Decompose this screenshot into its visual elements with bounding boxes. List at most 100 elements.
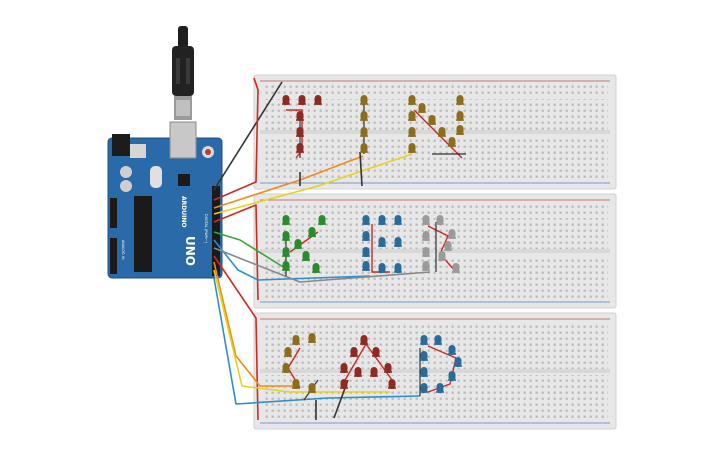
led-green[interactable] [302,251,310,261]
led-blue[interactable] [420,383,428,393]
led-olive[interactable] [292,335,300,345]
led-olive[interactable] [360,143,368,153]
led-red[interactable] [372,347,380,357]
center-channel [260,369,610,373]
led-gray[interactable] [422,231,430,241]
led-green[interactable] [282,261,290,271]
wire-yellow[interactable] [213,153,413,215]
led-green[interactable] [282,247,290,257]
led-green[interactable] [318,215,326,225]
led-gray[interactable] [438,251,446,261]
led-olive[interactable] [408,143,416,153]
led-olive[interactable] [408,127,416,137]
led-red[interactable] [340,379,348,389]
led-green[interactable] [282,215,290,225]
wire-red[interactable] [213,255,259,421]
led-olive[interactable] [360,127,368,137]
led-red[interactable] [360,335,368,345]
led-blue[interactable] [378,263,386,273]
led-gray[interactable] [448,229,456,239]
wire-orange[interactable] [213,261,300,387]
led-olive[interactable] [308,333,316,343]
led-red[interactable] [350,347,358,357]
led-dome [394,263,402,273]
led-blue[interactable] [394,215,402,225]
led-red[interactable] [296,143,304,153]
led-dome [282,363,290,373]
breadboard-top[interactable] [253,74,617,190]
led-olive[interactable] [456,111,464,121]
led-red[interactable] [314,95,322,105]
wire-green[interactable] [213,231,289,271]
led-olive[interactable] [360,95,368,105]
led-olive[interactable] [282,363,290,373]
led-gray[interactable] [436,215,444,225]
breadboard-middle[interactable] [253,193,617,309]
led-blue[interactable] [362,215,370,225]
led-dome [302,251,310,261]
led-olive[interactable] [292,379,300,389]
led-red[interactable] [388,379,396,389]
led-red[interactable] [296,111,304,121]
led-blue[interactable] [420,351,428,361]
led-blue[interactable] [448,371,456,381]
led-rim [394,245,402,247]
led-blue[interactable] [394,237,402,247]
led-blue[interactable] [454,357,462,367]
led-olive[interactable] [456,125,464,135]
led-blue[interactable] [378,215,386,225]
led-blue[interactable] [362,261,370,271]
wire-blue[interactable] [213,239,371,281]
led-gray[interactable] [452,263,460,273]
wire-yellow[interactable] [213,269,390,393]
led-red[interactable] [384,363,392,373]
led-gray[interactable] [444,241,452,251]
led-olive[interactable] [408,95,416,105]
led-green[interactable] [282,231,290,241]
led-gray[interactable] [422,247,430,257]
led-blue[interactable] [378,237,386,247]
wire-black[interactable] [213,81,283,191]
led-olive[interactable] [408,111,416,121]
led-blue[interactable] [436,383,444,393]
wire-red[interactable] [213,77,259,201]
led-green[interactable] [308,227,316,237]
leds[interactable] [282,95,464,393]
led-red[interactable] [370,367,378,377]
led-olive[interactable] [284,347,292,357]
led-dome [422,231,430,241]
wire-red[interactable] [213,204,259,301]
led-olive[interactable] [308,383,316,393]
led-olive[interactable] [418,103,426,113]
led-olive[interactable] [438,127,446,137]
led-blue[interactable] [420,335,428,345]
led-blue[interactable] [362,231,370,241]
breadboard-bottom[interactable] [253,312,617,430]
led-red[interactable] [354,367,362,377]
led-gray[interactable] [422,261,430,271]
led-green[interactable] [294,239,302,249]
led-green[interactable] [312,263,320,273]
led-blue[interactable] [434,335,442,345]
wire-black[interactable] [359,151,363,187]
led-red[interactable] [298,95,306,105]
led-rim [282,255,290,257]
led-gray[interactable] [422,215,430,225]
usb-cable[interactable] [172,26,194,120]
led-dome [420,383,428,393]
wire-blue[interactable] [213,277,421,405]
led-red[interactable] [296,127,304,137]
led-red[interactable] [340,363,348,373]
led-olive[interactable] [448,137,456,147]
led-blue[interactable] [362,247,370,257]
led-blue[interactable] [420,367,428,377]
led-red[interactable] [282,95,290,105]
led-blue[interactable] [448,345,456,355]
led-olive[interactable] [360,111,368,121]
led-blue[interactable] [394,263,402,273]
led-olive[interactable] [456,95,464,105]
arduino-uno-board[interactable]: ARDUINO UNO DIGITAL (PWM~) ANALOG IN [107,121,223,279]
led-olive[interactable] [428,115,436,125]
wire-gray[interactable] [213,247,431,283]
